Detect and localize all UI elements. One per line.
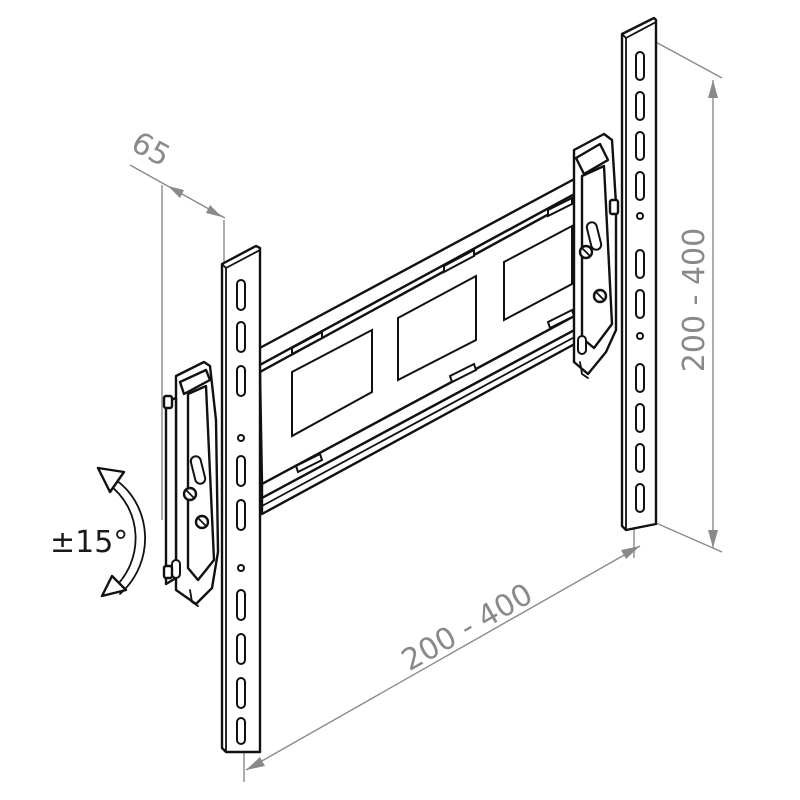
horizontal-dimension: 200 - 400 [243, 526, 641, 782]
tilt-label: ±15° [50, 525, 128, 560]
left-vertical-strip [220, 244, 262, 754]
right-vertical-strip [620, 16, 658, 532]
frame-cutout [503, 224, 573, 322]
left-tilt-bracket [162, 360, 220, 607]
right-tilt-bracket [572, 132, 620, 379]
horizontal-frame [254, 174, 584, 516]
tilt-indicator: ±15° [50, 466, 146, 598]
vertical-vesa-label: 200 - 400 [677, 228, 712, 372]
frame-cutout [291, 328, 373, 438]
vertical-dimension: 200 - 400 [639, 39, 723, 553]
horizontal-vesa-label: 200 - 400 [396, 577, 539, 679]
frame-cutout [397, 274, 477, 382]
curved-double-arrow-icon [96, 466, 146, 598]
